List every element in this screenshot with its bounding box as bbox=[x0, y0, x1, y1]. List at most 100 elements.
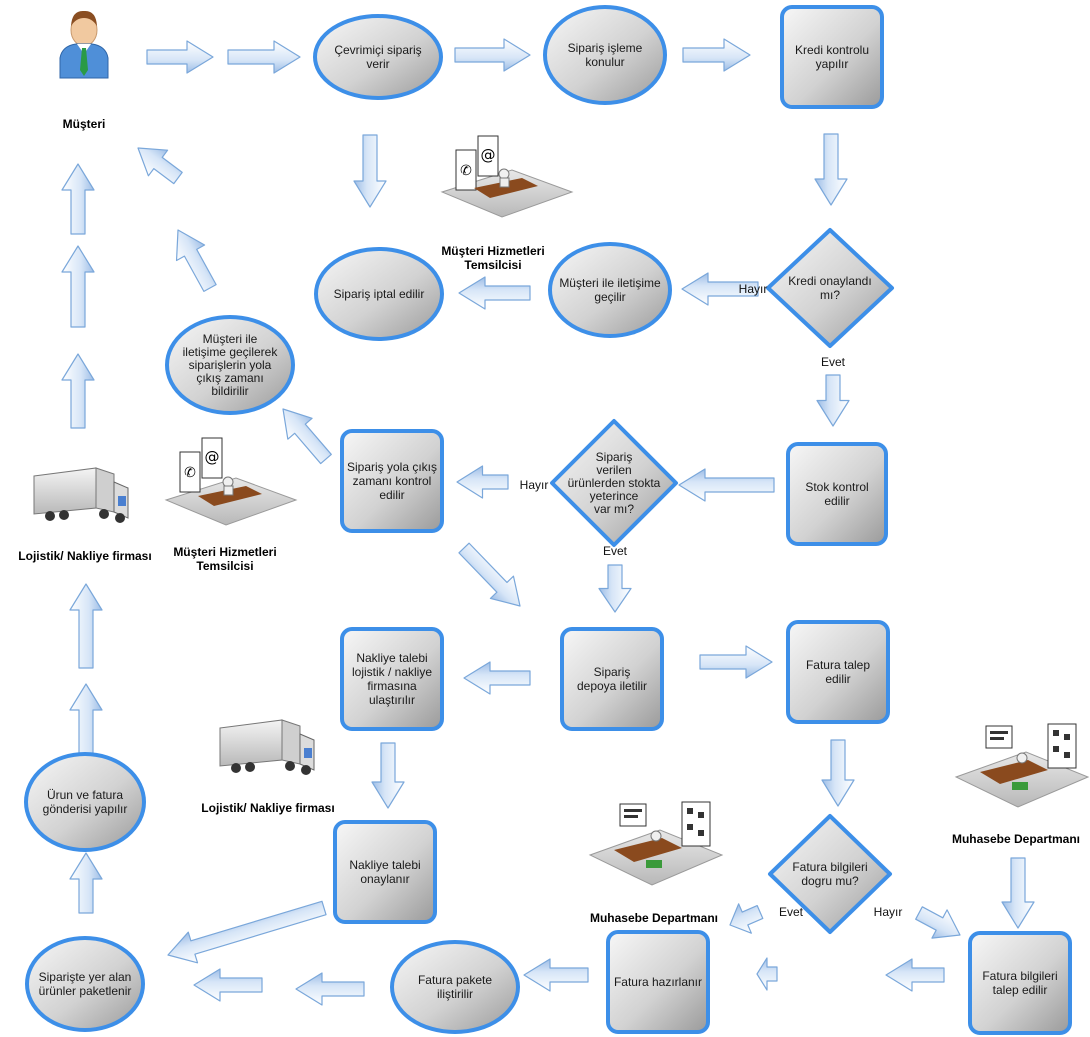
node-order-cancelled: Sipariş iptal edilir bbox=[314, 247, 444, 341]
node-label-line: var mı? bbox=[594, 502, 634, 516]
actor-label-logistics-mid: Lojistik/ Nakliye firması bbox=[201, 801, 334, 815]
actor-label-logistics-left: Lojistik/ Nakliye firması bbox=[18, 549, 151, 563]
flow-arrow bbox=[282, 408, 332, 465]
node-label-line: verilen bbox=[596, 463, 631, 477]
flow-arrow bbox=[463, 661, 531, 695]
node-label-line: geçilir bbox=[594, 290, 625, 304]
flow-arrow bbox=[756, 957, 778, 991]
flow-arrow bbox=[167, 900, 327, 964]
node-label-line: edilir bbox=[825, 672, 850, 686]
node-label-line: edilir bbox=[379, 488, 404, 502]
actor-label-accounting-right: Muhasebe Departmanı bbox=[952, 832, 1080, 846]
node-label-line: Sipariş iptal edilir bbox=[334, 287, 425, 301]
node-label-line: yeterince bbox=[590, 489, 639, 503]
node-label-line: yapılır bbox=[816, 57, 849, 71]
node-label-line: bildirilir bbox=[211, 384, 248, 398]
flow-arrow bbox=[523, 958, 589, 992]
node-label-line: ürünler paketlenir bbox=[39, 984, 132, 998]
node-label-line: depoya iletilir bbox=[577, 679, 647, 693]
svg-text:@: @ bbox=[481, 146, 496, 164]
flow-arrow bbox=[885, 958, 945, 992]
flow-arrow bbox=[61, 163, 95, 235]
truck-icon bbox=[33, 467, 129, 523]
svg-text:✆: ✆ bbox=[460, 163, 472, 179]
edge-label-credit-no: Hayır bbox=[739, 282, 768, 296]
customer-service-desk-icon: ✆ @ bbox=[164, 437, 298, 526]
node-label-line: Fatura talep bbox=[806, 658, 870, 672]
flow-arrow bbox=[458, 542, 521, 607]
flow-arrow bbox=[61, 353, 95, 429]
flow-arrow bbox=[353, 134, 387, 208]
flow-arrow bbox=[175, 229, 217, 292]
flow-arrow bbox=[682, 38, 751, 72]
node-label-line: gönderisi yapılır bbox=[43, 802, 128, 816]
node-label-line: Fatura hazırlanır bbox=[614, 975, 702, 989]
accounting-desk-icon bbox=[588, 801, 724, 886]
node-label-line: Kredi onaylandı bbox=[788, 274, 871, 288]
node-label-line: mı? bbox=[820, 288, 840, 302]
node-label-line: talep edilir bbox=[993, 983, 1048, 997]
node-label-line: zamanı kontrol bbox=[353, 474, 432, 488]
accounting-desk-icon bbox=[954, 723, 1090, 808]
flow-arrow bbox=[146, 40, 214, 74]
flow-arrow bbox=[678, 468, 775, 502]
flow-arrow bbox=[227, 40, 301, 74]
node-label-line: Siparişte yer alan bbox=[39, 970, 132, 984]
flow-arrows bbox=[61, 38, 1035, 1006]
node-label-line: ürünlerden stokta bbox=[568, 476, 661, 490]
flow-arrow bbox=[69, 852, 103, 914]
node-label-line: Fatura bilgileri bbox=[792, 860, 867, 874]
actor-label-csr-top: Temsilcisi bbox=[464, 258, 521, 272]
flow-arrow bbox=[61, 245, 95, 328]
actor-label-customer: Müşteri bbox=[63, 117, 106, 131]
flow-arrow bbox=[814, 133, 848, 206]
actor-label-csr-top: Müşteri Hizmetleri bbox=[441, 244, 544, 258]
node-label-line: iliştirilir bbox=[437, 987, 473, 1001]
node-label-line: konulur bbox=[585, 55, 624, 69]
flow-arrow bbox=[137, 147, 183, 185]
flow-arrow bbox=[729, 903, 764, 934]
node-label-line: Nakliye talebi bbox=[349, 858, 420, 872]
node-label-line: Müşteri ile iletişime bbox=[559, 276, 661, 290]
node-label-line: Müşteri ile bbox=[203, 332, 258, 346]
actor-label-csr-mid: Müşteri Hizmetleri bbox=[173, 545, 276, 559]
flow-arrow bbox=[681, 272, 759, 306]
flow-arrow bbox=[371, 742, 405, 809]
node-label-line: onaylanır bbox=[360, 872, 409, 886]
node-label-line: verir bbox=[366, 57, 389, 71]
flow-arrow bbox=[69, 683, 103, 761]
customer-person-icon bbox=[59, 10, 109, 79]
actor-illustrations: ✆ @ ✆ @ bbox=[33, 10, 1090, 886]
node-label-line: Sipariş bbox=[596, 450, 633, 464]
node-label-line: Sipariş işleme bbox=[568, 41, 643, 55]
flow-arrow bbox=[454, 38, 531, 72]
svg-text:✆: ✆ bbox=[184, 465, 196, 481]
edge-label-credit-yes: Evet bbox=[821, 355, 846, 369]
edge-label-invoice-no: Hayır bbox=[874, 905, 903, 919]
flow-arrow bbox=[1001, 857, 1035, 929]
svg-text:@: @ bbox=[205, 448, 220, 466]
flow-arrow bbox=[598, 564, 632, 613]
flow-arrow bbox=[69, 583, 103, 669]
edge-label-invoice-yes: Evet bbox=[779, 905, 804, 919]
node-label-line: ulaştırılır bbox=[369, 693, 415, 707]
flow-arrow bbox=[915, 906, 961, 939]
node-label-line: iletişime geçilerek bbox=[183, 345, 279, 359]
flow-arrow bbox=[295, 972, 365, 1006]
